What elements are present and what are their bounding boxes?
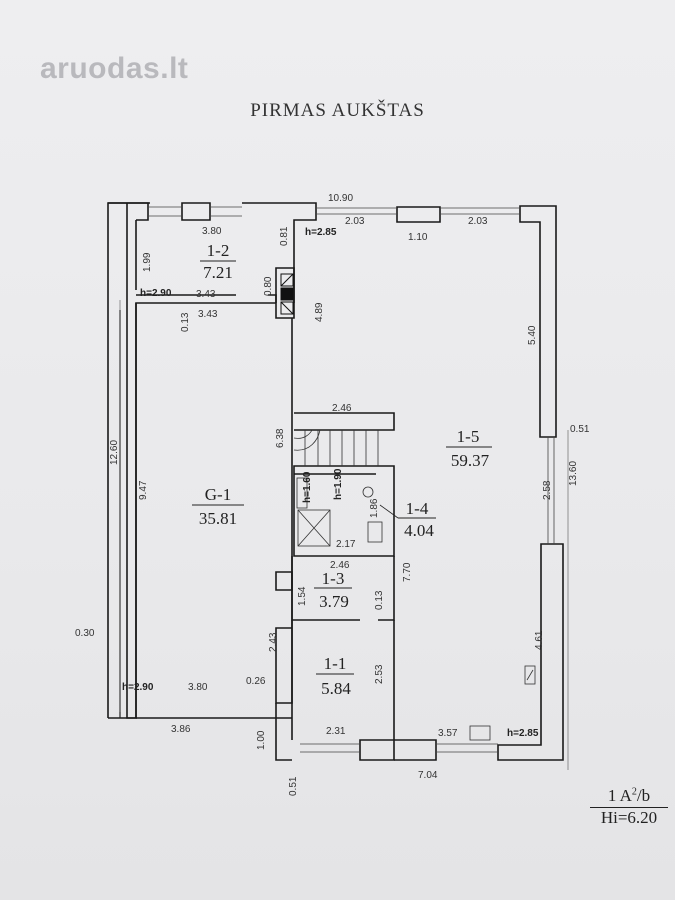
room-14-area: 4.04 (404, 521, 434, 540)
stamp-top-text: 1 A (607, 786, 632, 805)
height-label-g1: h=2.90 (122, 682, 154, 693)
stair-wall (294, 412, 395, 431)
partition-core (275, 267, 295, 319)
stamp-top: 1 A2/b (590, 786, 668, 808)
watermark-text: aruodas (40, 52, 161, 85)
dim-461: 4.61 (534, 630, 545, 650)
window-top-1 (148, 206, 182, 217)
height-label-12: h=2.90 (140, 288, 172, 299)
staircase (293, 429, 379, 466)
dim-343-b: 3.43 (198, 309, 218, 320)
height-label-15-bottom: h=2.85 (507, 728, 539, 739)
dim-110: 1.10 (408, 232, 428, 243)
dim-1090: 10.90 (328, 193, 353, 204)
dim-380-top: 3.80 (202, 226, 222, 237)
dim-243: 2.43 (268, 632, 279, 652)
room-13-area: 3.79 (319, 592, 349, 611)
dim-203-a: 2.03 (345, 216, 365, 227)
dim-343-a: 3.43 (196, 289, 216, 300)
height-label-bath-b: h=1.90 (333, 468, 344, 500)
electrical-box (280, 273, 294, 315)
plan-title: PIRMAS AUKŠTAS (250, 100, 425, 121)
wall-top-seg3 (242, 202, 317, 303)
height-label-bath-a: h=1.60 (302, 471, 313, 503)
outer-wall-left (126, 202, 276, 719)
dim-081: 0.81 (279, 226, 290, 246)
stamp-top-sup: 2 (631, 786, 637, 798)
room-13-id: 1-3 (322, 569, 345, 588)
dim-246-a: 2.46 (332, 403, 352, 414)
room-11-area: 5.84 (321, 679, 351, 698)
window-bottom-2 (436, 743, 498, 753)
room-g1-area: 35.81 (199, 509, 237, 528)
dim-246-b: 2.46 (330, 560, 350, 571)
dim-026: 0.26 (246, 676, 266, 687)
door-symbol (469, 725, 491, 741)
room-12-id: 1-2 (207, 241, 230, 260)
room-15-area: 59.37 (451, 451, 490, 470)
room-15-id: 1-5 (457, 427, 480, 446)
dim-051-right: 0.51 (570, 424, 590, 435)
dim-080: 0.80 (263, 276, 274, 296)
room-14-id: 1-4 (406, 499, 429, 518)
watermark-dot: . (160, 52, 170, 85)
window-top-3 (316, 207, 397, 215)
window-top-2 (210, 206, 242, 217)
boiler-symbol (524, 665, 536, 685)
dim-154: 1.54 (297, 586, 308, 606)
dim-704: 7.04 (418, 770, 438, 781)
partition-11 (291, 620, 395, 740)
dim-203-b: 2.03 (468, 216, 488, 227)
dim-199: 1.99 (142, 252, 153, 272)
dim-100: 1.00 (256, 730, 267, 750)
room-11-id: 1-1 (324, 654, 347, 673)
wall-bottom-entry (275, 718, 395, 761)
dim-253: 2.53 (374, 664, 385, 684)
wall-right-bottom (497, 543, 564, 761)
room-g1-id: G-1 (205, 485, 231, 504)
watermark-tld: lt (169, 52, 189, 85)
room-12-area: 7.21 (203, 263, 233, 282)
dim-386: 3.86 (171, 724, 191, 735)
dim-1360: 13.60 (568, 461, 579, 486)
dim-380-bottom: 3.80 (188, 682, 208, 693)
dim-357: 3.57 (438, 728, 458, 739)
wall-top-seg2 (181, 202, 211, 221)
dim-489: 4.89 (314, 302, 325, 322)
dim-186: 1.86 (369, 498, 380, 518)
dim-231: 2.31 (326, 726, 346, 737)
wall-bottom-mid (136, 703, 292, 719)
wall-bottom-right (394, 739, 437, 761)
dim-013-a: 0.13 (180, 312, 191, 332)
dim-051-bottom: 0.51 (288, 776, 299, 796)
dim-013-b: 0.13 (374, 590, 385, 610)
wall-top-left (127, 202, 149, 221)
dim-540: 5.40 (527, 325, 538, 345)
window-bottom-1 (300, 743, 360, 753)
watermark-logo: aruodas.lt (40, 52, 188, 86)
stamp-top-slash: /b (636, 786, 651, 805)
window-top-4 (440, 207, 520, 215)
partition-side-left (275, 571, 293, 591)
dim-947: 9.47 (138, 480, 149, 500)
dim-638: 6.38 (275, 428, 286, 448)
scale-stamp: 1 A2/b Hi=6.20 (590, 786, 668, 828)
bath-fixtures (296, 477, 383, 547)
window-right (547, 437, 555, 544)
dim-217: 2.17 (336, 539, 356, 550)
wall-right-top (519, 205, 557, 438)
dim-258: 2.58 (542, 480, 553, 500)
wall-top-seg4 (396, 206, 441, 223)
height-label-15: h=2.85 (305, 227, 337, 238)
stamp-bottom: Hi=6.20 (600, 808, 658, 827)
dim-770: 7.70 (402, 562, 413, 582)
dim-1260: 12.60 (109, 440, 120, 465)
dim-030: 0.30 (75, 628, 95, 639)
